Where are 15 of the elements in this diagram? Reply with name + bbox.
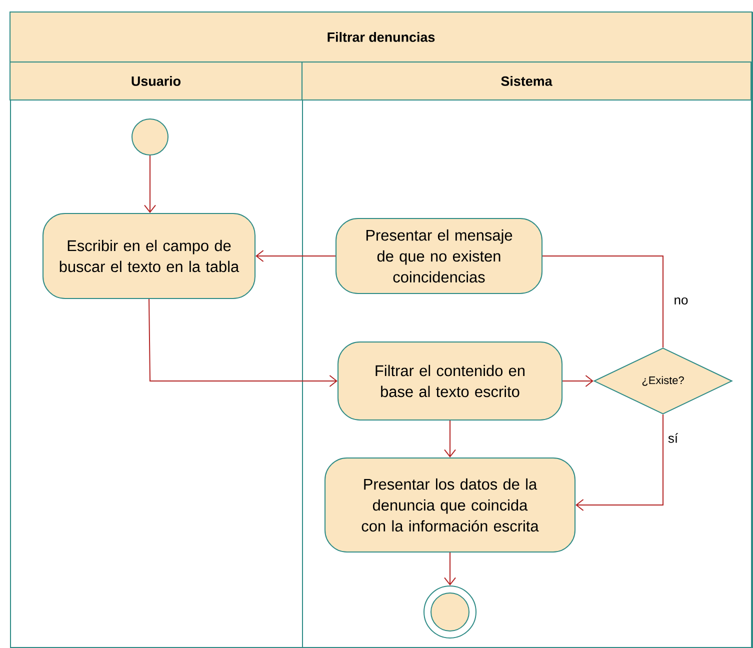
arrow	[562, 375, 594, 387]
start-circle	[132, 118, 168, 156]
arrow	[444, 552, 456, 586]
edge-label: no	[674, 297, 688, 305]
arrow	[444, 420, 456, 458]
action-box: Presentar el mensaje de que no existen coincidencias	[336, 218, 542, 294]
arrow	[148, 298, 338, 387]
action-box: Presentar los datos de la denuncia que coincida con la información escrita	[324, 458, 576, 552]
end-circle	[424, 586, 476, 638]
arrow	[144, 155, 156, 213]
edge-label: sí	[668, 433, 678, 443]
arrow	[256, 250, 336, 262]
arrow	[576, 414, 664, 511]
action-box: Escribir en el campo de buscar el texto en la tabla	[42, 213, 256, 299]
action-box: Filtrar el contenido en base al texto escrito	[338, 342, 562, 420]
